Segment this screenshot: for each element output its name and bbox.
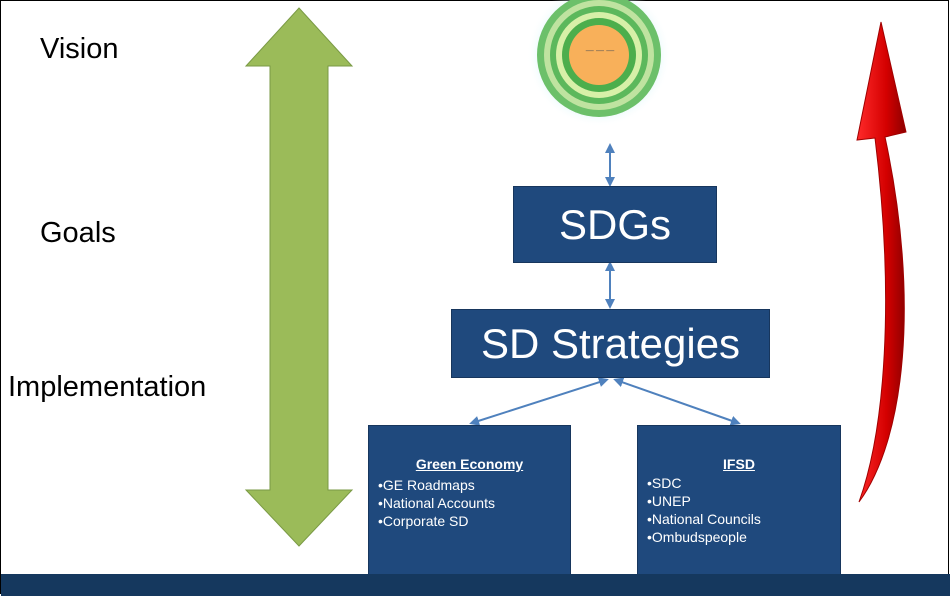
list-item: National Councils [647,510,840,528]
red-curved-arrow [856,21,907,503]
logo-center-text: — — — [585,46,615,55]
footer-bar [1,574,950,596]
vision-logo [527,0,671,127]
ifsd-list: SDC UNEP National Councils Ombudspeople [647,474,840,546]
green-double-arrow [244,7,354,547]
sd-strategies-box: SD Strategies [451,309,770,378]
vision-label: Vision [40,33,119,65]
list-item: National Accounts [378,494,570,512]
ifsd-box: IFSD SDC UNEP National Councils Ombudspe… [637,425,841,576]
list-item: GE Roadmaps [378,476,570,494]
ifsd-title: IFSD [723,456,755,472]
list-item: Ombudspeople [647,528,840,546]
goals-label: Goals [40,217,116,249]
connector-strategies-green-economy [469,377,609,426]
connector-strategies-ifsd [613,377,741,426]
green-economy-list: GE Roadmaps National Accounts Corporate … [378,476,570,530]
list-item: UNEP [647,492,840,510]
green-economy-box: Green Economy GE Roadmaps National Accou… [368,425,571,576]
list-item: SDC [647,474,840,492]
list-item: Corporate SD [378,512,570,530]
implementation-label: Implementation [8,371,207,403]
sdgs-box: SDGs [513,186,717,263]
green-economy-title: Green Economy [415,456,524,472]
